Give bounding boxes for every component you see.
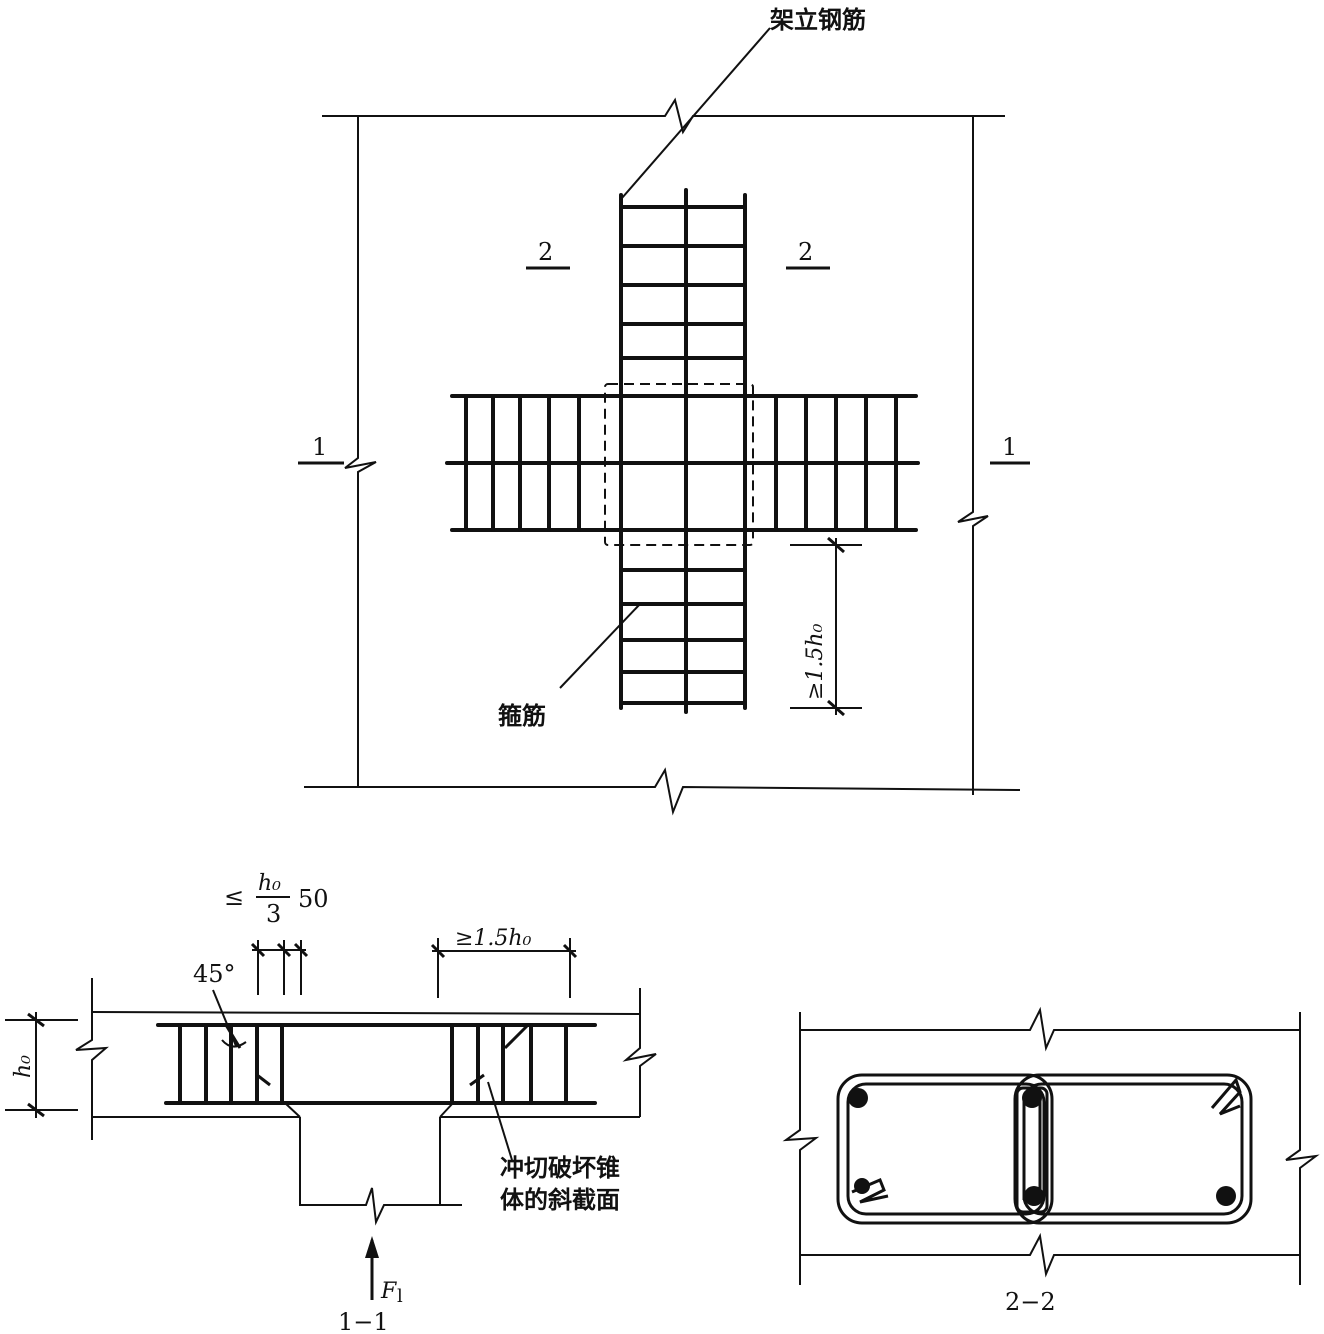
- section-2-2-title: 2−2: [1005, 1288, 1056, 1316]
- svg-text:50: 50: [298, 885, 329, 913]
- erecting-bar-callout: 架立钢筋: [621, 6, 866, 199]
- svg-text:h₀: h₀: [258, 871, 281, 896]
- dimension-h0-over-3-and-50: ≤ h₀ 3 50: [224, 871, 329, 995]
- section-dimension-1-5h0: ≥1.5h₀: [430, 926, 578, 998]
- section-mark-2-right: 2: [786, 238, 830, 270]
- svg-text:≤: ≤: [224, 883, 244, 911]
- h0-dimension: h₀: [5, 1012, 78, 1118]
- section-1-1: 45° ≤ h₀ 3 50 ≥1.5h₀ h₀: [5, 871, 657, 1334]
- section-2-2: 2−2: [782, 1006, 1320, 1316]
- horizontal-stirrup-cage: [445, 394, 920, 532]
- svg-text:1: 1: [1002, 433, 1017, 461]
- section-1-1-left-stirrups: [178, 1023, 284, 1105]
- svg-text:箍筋: 箍筋: [498, 702, 546, 730]
- plan-view: 2 2 1 1: [298, 6, 1030, 816]
- svg-text:45°: 45°: [193, 960, 236, 988]
- svg-text:2: 2: [798, 238, 813, 266]
- svg-text:F: F: [380, 1279, 397, 1304]
- plan-slab-outline: [304, 97, 1021, 816]
- svg-text:1: 1: [312, 433, 327, 461]
- section-1-1-slab-outline: [75, 978, 657, 1226]
- svg-text:l: l: [397, 1286, 403, 1307]
- section-mark-2-left: 2: [526, 238, 570, 270]
- plan-dimension-1-5h0: ≥1.5h₀: [790, 536, 862, 717]
- svg-text:h₀: h₀: [11, 1055, 36, 1078]
- svg-text:≥1.5h₀: ≥1.5h₀: [803, 623, 828, 700]
- svg-text:冲切破坏锥: 冲切破坏锥: [500, 1154, 620, 1182]
- section-2-2-slab-outline: [782, 1006, 1320, 1285]
- section-2-2-bars: [848, 1088, 1236, 1206]
- svg-text:架立钢筋: 架立钢筋: [770, 6, 866, 34]
- svg-text:≥1.5h₀: ≥1.5h₀: [455, 926, 532, 951]
- force-arrow-fl: F l: [365, 1236, 403, 1307]
- svg-text:2: 2: [538, 238, 553, 266]
- svg-text:体的斜截面: 体的斜截面: [500, 1186, 620, 1214]
- punching-cone-callout: 冲切破坏锥 体的斜截面: [487, 1081, 620, 1214]
- section-1-1-title: 1−1: [338, 1308, 389, 1334]
- section-mark-1-right: 1: [990, 433, 1030, 465]
- angle-45-annotation: 45°: [193, 960, 247, 1048]
- vertical-stirrup-cage: [619, 188, 747, 714]
- svg-text:3: 3: [266, 900, 281, 928]
- section-mark-1-left: 1: [298, 433, 344, 465]
- section-1-1-right-stirrups: [450, 1023, 568, 1105]
- section-2-2-stirrups: [836, 1073, 1253, 1225]
- stirrup-callout: 箍筋: [498, 603, 641, 730]
